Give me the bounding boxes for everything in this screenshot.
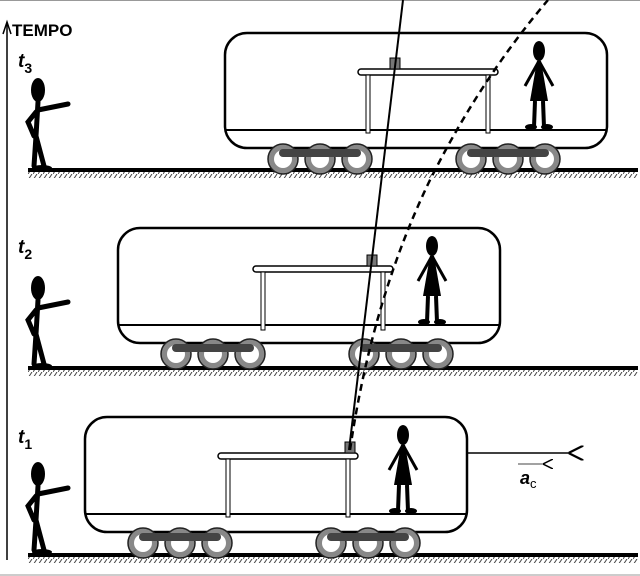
- time-label-t3: t: [18, 51, 25, 72]
- time-sub-t1: 1: [24, 436, 32, 452]
- straight-trajectory: [348, 0, 404, 451]
- svg-text:t2: t2: [18, 237, 32, 262]
- svg-text:t1: t1: [18, 427, 32, 452]
- time-label-t1: t: [18, 427, 25, 448]
- acceleration-symbol: a: [520, 468, 530, 488]
- svg-text:ac: ac: [520, 468, 537, 491]
- acceleration-sub: c: [530, 476, 537, 491]
- curved-trajectory: [348, 0, 549, 451]
- svg-text:t3: t3: [18, 51, 32, 76]
- time-axis-label: TEMPO: [12, 21, 72, 40]
- ground-t2: [28, 366, 638, 376]
- time-sub-t2: 2: [24, 246, 32, 262]
- time-label-t2: t: [18, 237, 25, 258]
- time-sub-t3: 3: [24, 60, 32, 76]
- time-axis-arrow-icon: [2, 19, 12, 35]
